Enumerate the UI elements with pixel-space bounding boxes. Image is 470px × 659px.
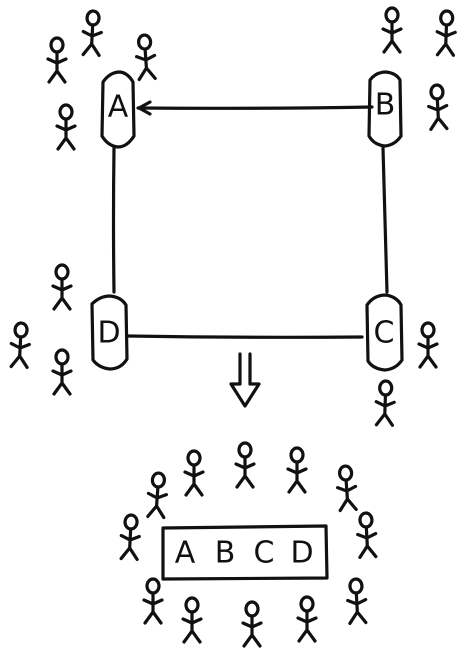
merged-letter-a: A bbox=[175, 536, 196, 571]
person-icon bbox=[381, 6, 403, 54]
edge-d-a bbox=[111, 146, 116, 294]
station-a: A bbox=[100, 70, 136, 149]
person-icon bbox=[417, 321, 439, 369]
station-c: C bbox=[365, 293, 404, 372]
person-icon bbox=[435, 9, 457, 57]
station-b-outline bbox=[367, 70, 403, 148]
person-icon bbox=[142, 577, 164, 625]
person-icon bbox=[119, 513, 141, 561]
person-icon bbox=[336, 464, 358, 513]
person-icon bbox=[427, 83, 449, 131]
person-icon bbox=[296, 595, 318, 643]
edge-b-c bbox=[381, 146, 389, 294]
station-b-label: B bbox=[375, 88, 396, 123]
person-icon bbox=[241, 600, 263, 648]
person-icon bbox=[356, 511, 378, 559]
person-icon bbox=[55, 103, 77, 151]
person-icon bbox=[286, 446, 308, 494]
edge-a-b bbox=[136, 105, 374, 110]
person-icon bbox=[183, 449, 205, 497]
people bbox=[9, 6, 457, 648]
station-c-label: C bbox=[374, 316, 395, 351]
arrowhead-a-b bbox=[137, 100, 152, 116]
person-icon bbox=[181, 596, 203, 644]
merged-letter-d: D bbox=[290, 536, 313, 571]
merged-station: A B C D bbox=[161, 524, 329, 581]
person-icon bbox=[46, 36, 68, 84]
person-icon bbox=[81, 9, 103, 57]
person-icon bbox=[234, 441, 256, 489]
person-icon bbox=[51, 348, 73, 396]
person-icon bbox=[146, 471, 168, 520]
edge-c-d bbox=[126, 334, 364, 339]
station-a-outline bbox=[100, 70, 136, 149]
merged-station-outline bbox=[161, 524, 329, 581]
station-c-outline bbox=[365, 293, 404, 372]
station-d-label: D bbox=[97, 316, 120, 351]
station-network: A B C D bbox=[90, 70, 404, 372]
person-icon bbox=[374, 379, 396, 427]
station-d: D bbox=[90, 294, 129, 371]
person-icon bbox=[9, 321, 31, 369]
person-icon bbox=[135, 33, 157, 82]
person-icon bbox=[346, 577, 368, 625]
merged-letter-b: B bbox=[215, 536, 236, 571]
down-arrow-icon bbox=[229, 352, 261, 408]
person-icon bbox=[51, 263, 73, 311]
station-a-label: A bbox=[108, 90, 129, 125]
station-b: B bbox=[367, 70, 403, 148]
station-d-outline bbox=[90, 294, 129, 371]
merged-letter-c: C bbox=[254, 536, 275, 571]
